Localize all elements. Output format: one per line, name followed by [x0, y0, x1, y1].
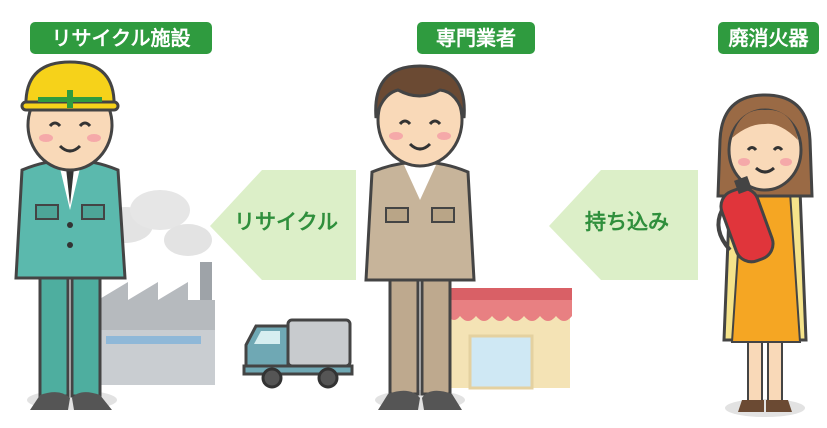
truck-icon [242, 318, 354, 389]
arrow-recycle [210, 170, 356, 280]
arrow-label-recycle: リサイクル [234, 210, 338, 234]
worker-recycling-figure [14, 60, 127, 410]
arrow-bring-in [549, 170, 698, 280]
shop-icon [448, 288, 572, 390]
label-specialist-trader: 専門業者 [417, 22, 535, 54]
helmet-icon [24, 60, 116, 108]
arrow-label-bring-in: 持ち込み [585, 210, 669, 234]
woman-figure [716, 93, 814, 417]
label-disposal-extinguisher: 廃消火器 [718, 22, 819, 54]
trader-figure [364, 64, 476, 410]
fire-extinguisher-icon [716, 176, 775, 264]
factory-icon [97, 190, 215, 385]
label-recycling-facility: リサイクル施設 [30, 22, 212, 54]
